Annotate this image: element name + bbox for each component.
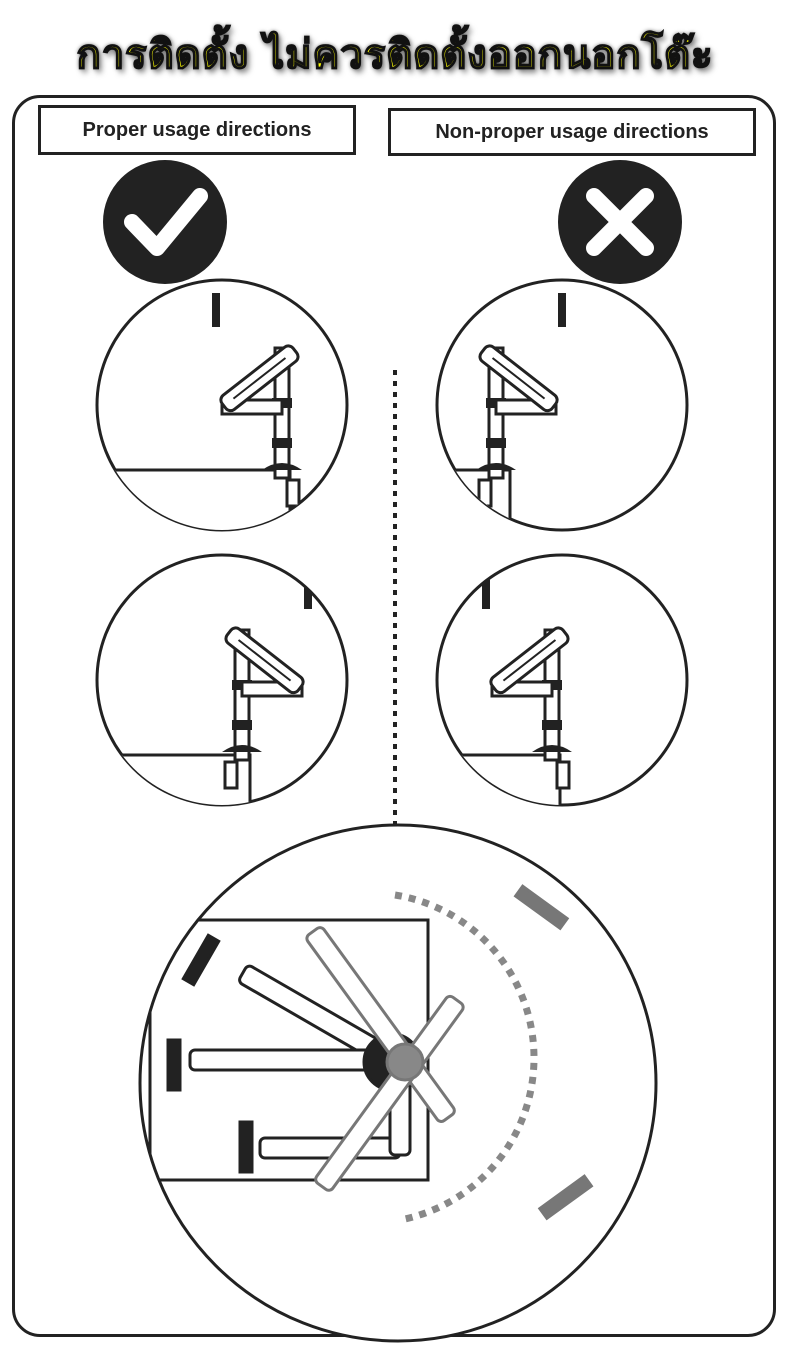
- improper-side-view-2: [435, 553, 689, 807]
- improper-side-view-1: [435, 278, 689, 532]
- non-proper-usage-label: Non-proper usage directions: [388, 108, 756, 156]
- proper-side-view-1: [95, 278, 349, 532]
- proper-side-view-2: [95, 553, 349, 807]
- proper-usage-label: Proper usage directions: [38, 105, 356, 155]
- top-view-rotation-diagram: [138, 823, 658, 1343]
- cross-icon: [558, 160, 682, 284]
- page-title: การติดตั้ง ไม่ควรติดตั้งออกนอกโต๊ะ: [76, 31, 714, 79]
- check-icon: [103, 160, 227, 284]
